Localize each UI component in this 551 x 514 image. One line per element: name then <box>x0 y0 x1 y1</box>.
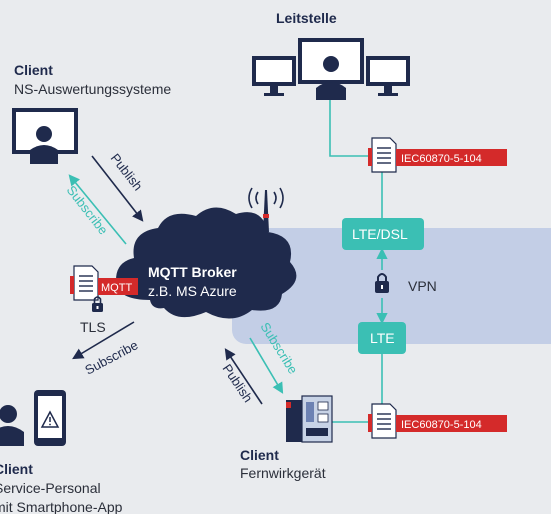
lock-icon-vpn <box>375 273 389 293</box>
subscribe-label-service: Subscribe <box>82 337 140 377</box>
antenna-icon <box>248 187 284 232</box>
vpn-label: VPN <box>408 278 437 294</box>
lte-label: LTE <box>370 330 395 346</box>
iec-document-icon-bottom <box>368 403 397 439</box>
broker-cloud <box>116 207 297 319</box>
service-person-icon <box>0 405 24 446</box>
leitstelle-title: Leitstelle <box>276 10 337 26</box>
rtu-device-icon <box>286 395 333 443</box>
mqtt-tag-bg <box>98 278 138 295</box>
client-service-line1: Service-Personal <box>0 480 101 496</box>
client-service-line2: mit Smartphone-App <box>0 499 123 514</box>
control-center-monitors-icon <box>252 38 410 100</box>
vpn-band <box>232 228 551 344</box>
mqtt-tag-label: MQTT <box>101 282 132 294</box>
publish-arrow-rtu <box>224 348 263 405</box>
iec-tag-top-bg <box>396 149 507 166</box>
publish-label-top: Publish <box>108 151 146 194</box>
iec-tag-bottom-bg <box>396 415 507 432</box>
iec-document-icon-top <box>368 137 397 173</box>
smartphone-icon <box>34 390 66 446</box>
broker-subtitle: z.B. MS Azure <box>148 283 237 299</box>
client-top-subtitle: NS-Auswertungssysteme <box>14 81 171 97</box>
client-rtu-subtitle: Fernwirkgerät <box>240 465 326 481</box>
link-leitstelle-iec <box>329 100 368 157</box>
iec-tag-top-label: IEC60870-5-104 <box>401 153 482 165</box>
lte-dsl-label: LTE/DSL <box>352 226 408 242</box>
client-top-monitor-icon <box>12 108 78 164</box>
client-service-title: Client <box>0 461 33 477</box>
tls-label: TLS <box>80 319 106 335</box>
broker-title: MQTT Broker <box>148 264 237 280</box>
lte-dsl-box <box>342 218 424 250</box>
subscribe-arrow-rtu <box>249 337 284 394</box>
iec-tag-bottom-label: IEC60870-5-104 <box>401 419 482 431</box>
subscribe-arrow-service <box>72 321 135 360</box>
client-top-title: Client <box>14 62 53 78</box>
publish-arrow-top <box>91 155 144 222</box>
subscribe-arrow-top <box>68 174 127 245</box>
lte-box <box>358 322 406 354</box>
subscribe-label-top: Subscribe <box>64 183 111 238</box>
lock-icon-tls <box>92 296 103 312</box>
mqtt-document-icon <box>70 265 99 301</box>
client-rtu-title: Client <box>240 447 279 463</box>
